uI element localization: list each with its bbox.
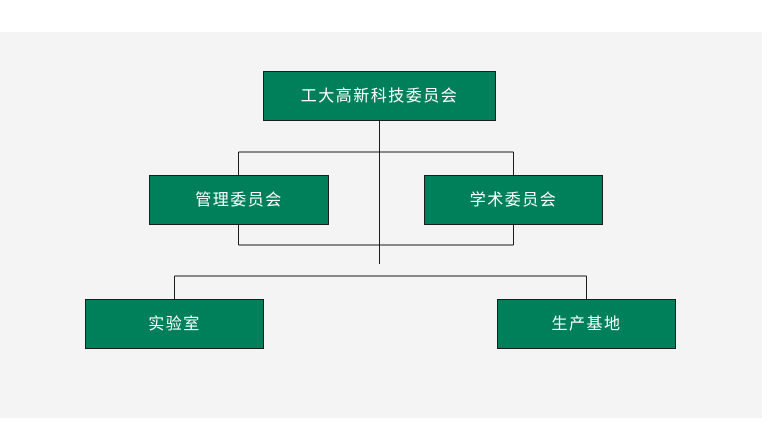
node-production-base-label: 生产基地 [551, 314, 622, 333]
node-production-base[interactable]: 生产基地 [497, 299, 676, 349]
node-root[interactable]: 工大高新科技委员会 [263, 71, 496, 121]
node-academic-committee[interactable]: 学术委员会 [424, 175, 603, 225]
node-root-label: 工大高新科技委员会 [300, 86, 459, 105]
node-management-committee-label: 管理委员会 [195, 190, 283, 209]
node-laboratory[interactable]: 实验室 [85, 299, 264, 349]
node-laboratory-label: 实验室 [148, 314, 201, 333]
node-academic-committee-label: 学术委员会 [469, 190, 558, 209]
node-management-committee[interactable]: 管理委员会 [149, 175, 329, 225]
